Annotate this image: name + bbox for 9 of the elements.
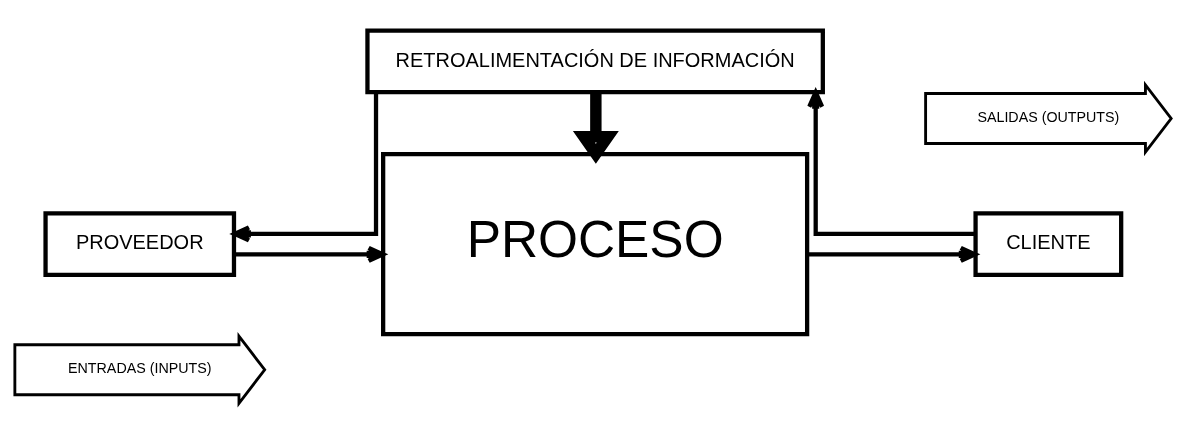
node-box: PROCESO [381, 152, 810, 337]
node-box: PROVEEDOR [43, 211, 237, 277]
node-box: CLIENTE [973, 211, 1124, 277]
arrow [232, 92, 379, 243]
node-box: RETROALIMENTACIÓN DE INFORMACIÓN [365, 28, 825, 95]
arrow [807, 90, 976, 237]
arrow [807, 245, 978, 263]
arrow [234, 245, 386, 263]
arrow [572, 92, 619, 164]
